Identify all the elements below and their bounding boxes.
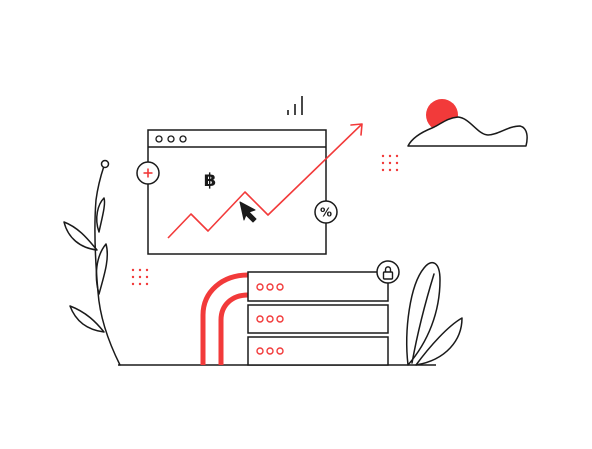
right-plant — [406, 261, 463, 366]
signal-bars-icon — [287, 96, 303, 115]
cable-inner — [218, 292, 249, 365]
window-dot-1 — [155, 135, 163, 143]
percent-icon: % — [320, 206, 332, 220]
bitcoin-icon: ฿ — [204, 170, 217, 191]
window-dot-3 — [179, 135, 187, 143]
server-lights-3 — [256, 347, 284, 355]
dot-grid-left — [131, 268, 149, 286]
trend-arrowhead — [350, 123, 363, 136]
percent-badge: % — [314, 200, 338, 224]
cursor-icon — [239, 201, 257, 223]
cable-arches — [200, 272, 249, 365]
server-lights-2 — [256, 315, 284, 323]
dot-grid-right — [381, 154, 399, 172]
plus-badge — [136, 161, 160, 185]
cloud — [407, 116, 528, 147]
chart-window: ฿ — [147, 129, 327, 255]
server-unit-1 — [247, 271, 389, 302]
server-rack — [247, 271, 389, 366]
server-unit-2 — [247, 304, 389, 334]
left-plant — [63, 159, 121, 366]
server-lights-1 — [256, 283, 284, 291]
cable-outer — [200, 272, 249, 365]
window-dot-2 — [167, 135, 175, 143]
window-frame — [147, 129, 327, 255]
trend-line — [167, 123, 363, 239]
server-unit-3 — [247, 336, 389, 366]
lock-icon — [382, 266, 394, 280]
sun-cloud — [407, 99, 528, 147]
lock-badge — [376, 260, 400, 284]
